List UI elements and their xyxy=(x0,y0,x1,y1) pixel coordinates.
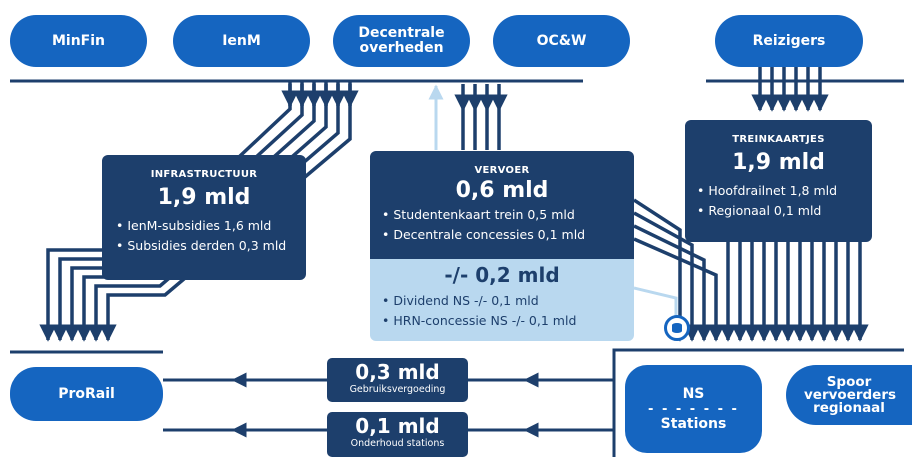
onderhoud-label: Onderhoud stations xyxy=(350,438,445,449)
treinkaartjes-box: TREINKAARTJES 1,9 mld Hoofdrailnet 1,8 m… xyxy=(685,120,872,242)
treinkaartjes-list: Hoofdrailnet 1,8 mld Regionaal 0,1 mld xyxy=(685,181,872,221)
vervoer-box: VERVOER 0,6 mld Studentenkaart trein 0,5… xyxy=(370,151,634,259)
vervoer-negative-list: Dividend NS -/- 0,1 mld HRN-concessie NS… xyxy=(370,291,634,331)
infrastructuur-list: IenM-subsidies 1,6 mld Subsidies derden … xyxy=(102,216,306,256)
gebruiksvergoeding-amount: 0,3 mld xyxy=(355,360,440,384)
ticket-flow-lines xyxy=(719,64,869,342)
onderhoud-badge: 0,1 mld Onderhoud stations xyxy=(327,412,468,457)
infrastructuur-item: Subsidies derden 0,3 mld xyxy=(116,236,306,256)
party-decentrale-overheden: Decentrale overheden xyxy=(333,15,470,67)
infrastructuur-heading: INFRASTRUCTUUR xyxy=(150,169,258,180)
party-reizigers-label: Reizigers xyxy=(752,32,826,49)
party-minfin: MinFin xyxy=(10,15,147,67)
party-ocw-label: OC&W xyxy=(536,32,587,49)
party-reizigers: Reizigers xyxy=(715,15,863,67)
party-minfin-label: MinFin xyxy=(51,32,106,49)
party-spoorvervoerders: Spoor vervoerders regionaal xyxy=(786,365,912,425)
payment-flow-lines xyxy=(163,372,614,438)
vervoer-negative-item: Dividend NS -/- 0,1 mld xyxy=(382,291,634,311)
bottom-rail xyxy=(10,348,904,457)
treinkaartjes-item: Regionaal 0,1 mld xyxy=(697,201,872,221)
infrastructuur-box: INFRASTRUCTUUR 1,9 mld IenM-subsidies 1,… xyxy=(102,155,306,280)
party-stations-label: Stations xyxy=(660,415,727,432)
gebruiksvergoeding-label: Gebruiksvergoeding xyxy=(349,384,446,395)
infrastructuur-amount: 1,9 mld xyxy=(157,185,251,210)
vervoer-light-lines xyxy=(428,84,678,318)
party-ocw: OC&W xyxy=(493,15,630,67)
gebruiksvergoeding-badge: 0,3 mld Gebruiksvergoeding xyxy=(327,358,468,402)
party-prorail-label: ProRail xyxy=(58,385,115,402)
onderhoud-amount: 0,1 mld xyxy=(355,414,440,438)
vervoer-negative-amount: -/- 0,2 mld xyxy=(444,263,560,287)
vervoer-item: Studentenkaart trein 0,5 mld xyxy=(382,205,634,225)
vervoer-amount: 0,6 mld xyxy=(455,178,549,203)
infra-top-arrows xyxy=(281,84,359,108)
infrastructuur-item: IenM-subsidies 1,6 mld xyxy=(116,216,306,236)
treinkaartjes-item: Hoofdrailnet 1,8 mld xyxy=(697,181,872,201)
party-ns-label: NS xyxy=(682,385,705,402)
vervoer-item: Decentrale concessies 0,1 mld xyxy=(382,225,634,245)
treinkaartjes-amount: 1,9 mld xyxy=(732,150,825,175)
party-ns: NS - - - - - - - Stations xyxy=(625,365,762,453)
vervoer-heading: VERVOER xyxy=(474,165,530,176)
vervoer-negative-box: -/- 0,2 mld Dividend NS -/- 0,1 mld HRN-… xyxy=(370,259,634,341)
party-decentrale-label: Decentrale overheden xyxy=(358,25,445,56)
coin-exchange-icon xyxy=(664,315,690,341)
treinkaartjes-heading: TREINKAARTJES xyxy=(732,134,825,145)
vervoer-flow-lines xyxy=(454,84,725,342)
party-spoor-label: Spoor vervoerders regionaal xyxy=(804,373,897,416)
vervoer-negative-item: HRN-concessie NS -/- 0,1 mld xyxy=(382,311,634,331)
party-prorail: ProRail xyxy=(10,367,163,421)
vervoer-list: Studentenkaart trein 0,5 mld Decentrale … xyxy=(370,205,634,245)
coin-icon-glyph xyxy=(672,323,682,333)
party-ienm: IenM xyxy=(173,15,310,67)
party-ienm-label: IenM xyxy=(222,32,261,49)
ns-separator: - - - - - - - xyxy=(648,401,739,417)
